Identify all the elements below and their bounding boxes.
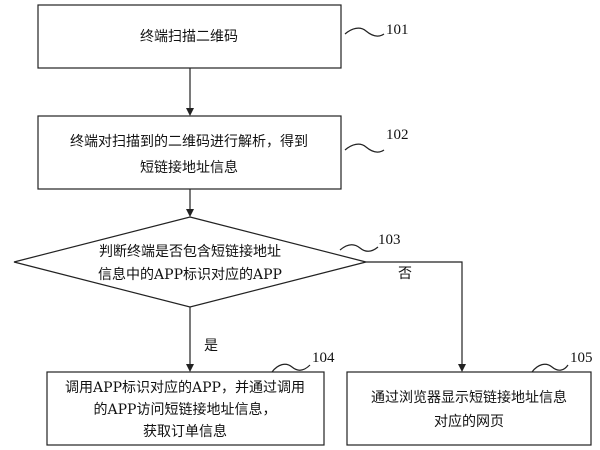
step-103-line-2: 信息中的APP标识对应的APP bbox=[98, 266, 282, 283]
arrowhead-103-105 bbox=[458, 364, 466, 372]
step-105-line-1: 通过浏览器显示短链接地址信息 bbox=[371, 389, 567, 406]
branch-no-label: 否 bbox=[398, 266, 412, 282]
step-101-leader bbox=[344, 27, 385, 37]
step-104-line-1: 调用APP标识对应的APP，并通过调用 bbox=[65, 379, 305, 396]
step-104-leader bbox=[271, 363, 311, 373]
step-103-diamond bbox=[13, 216, 367, 308]
step-101-box bbox=[37, 4, 342, 69]
step-102-box bbox=[37, 115, 342, 190]
step-103-line-1: 判断终端是否包含短链接地址 bbox=[99, 243, 281, 260]
step-104-ref: 104 bbox=[312, 350, 335, 366]
step-105-leader bbox=[531, 363, 569, 373]
step-101-text: 终端扫描二维码 bbox=[140, 29, 238, 45]
step-105-line-2: 对应的网页 bbox=[434, 413, 504, 430]
branch-yes-label: 是 bbox=[204, 338, 218, 354]
step-102-leader bbox=[344, 143, 385, 153]
step-103-leader bbox=[339, 244, 379, 252]
arrowhead-101-102 bbox=[186, 108, 194, 116]
step-102-line-2: 短链接地址信息 bbox=[140, 159, 238, 176]
step-105-ref: 105 bbox=[570, 350, 593, 366]
step-105-box bbox=[346, 371, 592, 446]
step-104-box bbox=[46, 371, 325, 446]
step-102-line-1: 终端对扫描到的二维码进行解析，得到 bbox=[70, 133, 308, 150]
step-103-ref: 103 bbox=[378, 232, 401, 248]
step-104-line-3: 获取订单信息 bbox=[143, 423, 227, 440]
step-102-ref: 102 bbox=[386, 127, 409, 143]
step-101-ref: 101 bbox=[386, 22, 409, 38]
arrowhead-103-104 bbox=[186, 364, 194, 372]
arrowhead-102-103 bbox=[186, 209, 194, 217]
step-104-line-2: 的APP访问短链接地址信息， bbox=[94, 401, 277, 418]
arrow-103-105 bbox=[366, 261, 463, 364]
